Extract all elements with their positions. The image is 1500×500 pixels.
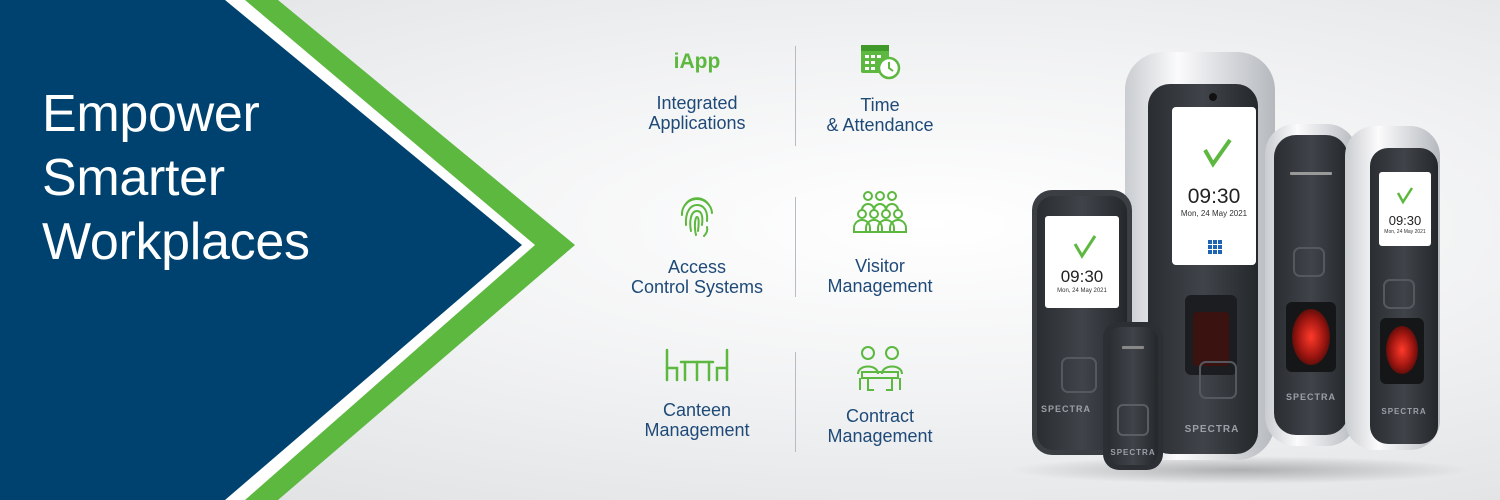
feature-label-line: Management [644, 420, 750, 440]
device-brand-label: SPECTRA [1185, 424, 1240, 435]
feature-label-line: Management [827, 276, 933, 296]
feature-access-control: Access Control Systems [602, 191, 792, 297]
feature-label: Visitor Management [785, 256, 975, 296]
device-screen [1045, 216, 1119, 308]
device-card-reader: SPECTRA [1103, 322, 1163, 470]
feature-label: Time & Attendance [785, 95, 975, 135]
screen-date: Mon, 24 May 2021 [1181, 209, 1248, 218]
feature-canteen: Canteen Management [602, 346, 792, 440]
navy-chevron-panel [0, 0, 522, 500]
feature-visitor: Visitor Management [785, 190, 975, 296]
feature-label-line: Integrated [656, 93, 738, 113]
feature-label-line: Canteen [662, 400, 732, 420]
feature-label: Contract Management [785, 406, 975, 446]
device-screen [1379, 172, 1431, 246]
feature-contract: Contract Management [785, 344, 975, 446]
screen-date: Mon, 24 May 2021 [1057, 288, 1107, 294]
device-brand-label: SPECTRA [1286, 392, 1336, 402]
divider-row-1 [795, 46, 796, 146]
meeting-people-icon [857, 346, 903, 391]
feature-label: Canteen Management [602, 400, 792, 440]
headline-line-1: Empower [42, 85, 260, 143]
feature-label: Integrated Applications [602, 93, 792, 133]
brand-check-icon [1396, 187, 1414, 205]
headline-line-3: Workplaces [42, 213, 310, 271]
device-brand-label: SPECTRA [1110, 448, 1155, 457]
device-slim-reader: SPECTRA [1265, 124, 1357, 446]
feature-label-line: Access [667, 257, 727, 277]
brand-check-icon [1073, 235, 1097, 259]
screen-time: 09:30 [1188, 185, 1241, 208]
canteen-table-icon [665, 348, 729, 382]
feature-label-line: Control Systems [630, 277, 764, 297]
feature-time-attendance: Time & Attendance [785, 41, 975, 135]
divider-row-2 [795, 197, 796, 297]
calendar-clock-icon [861, 45, 901, 80]
feature-label-line: Management [827, 426, 933, 446]
feature-label-line: & Attendance [826, 115, 934, 135]
device-right-terminal: 09:30 Mon, 24 May 2021 SPECTRA [1345, 126, 1440, 450]
screen-time: 09:30 [1389, 213, 1422, 228]
device-shadow [1010, 456, 1470, 484]
feature-label-line: Applications [648, 113, 746, 133]
brand-check-icon [1203, 138, 1232, 168]
screen-date: Mon, 24 May 2021 [1384, 229, 1426, 235]
feature-label-line: Visitor [855, 256, 905, 276]
divider-row-3 [795, 352, 796, 452]
headline-line-2: Smarter [42, 149, 225, 207]
device-screen [1172, 107, 1256, 265]
feature-label: Access Control Systems [602, 257, 792, 297]
device-brand-label: SPECTRA [1381, 407, 1426, 416]
feature-iapp: iApp Integrated Applications [602, 50, 792, 134]
screen-time: 09:30 [1061, 267, 1104, 286]
people-group-icon [853, 191, 907, 233]
fingerprint-icon [680, 197, 713, 237]
iapp-badge: iApp [673, 50, 721, 73]
feature-label-line: Contract [845, 406, 915, 426]
grid-menu-icon [1208, 240, 1222, 254]
feature-label-line: Time [860, 95, 900, 115]
headline: Empower Smarter Workplaces [42, 82, 310, 274]
device-brand-label: SPECTRA [1041, 404, 1091, 414]
